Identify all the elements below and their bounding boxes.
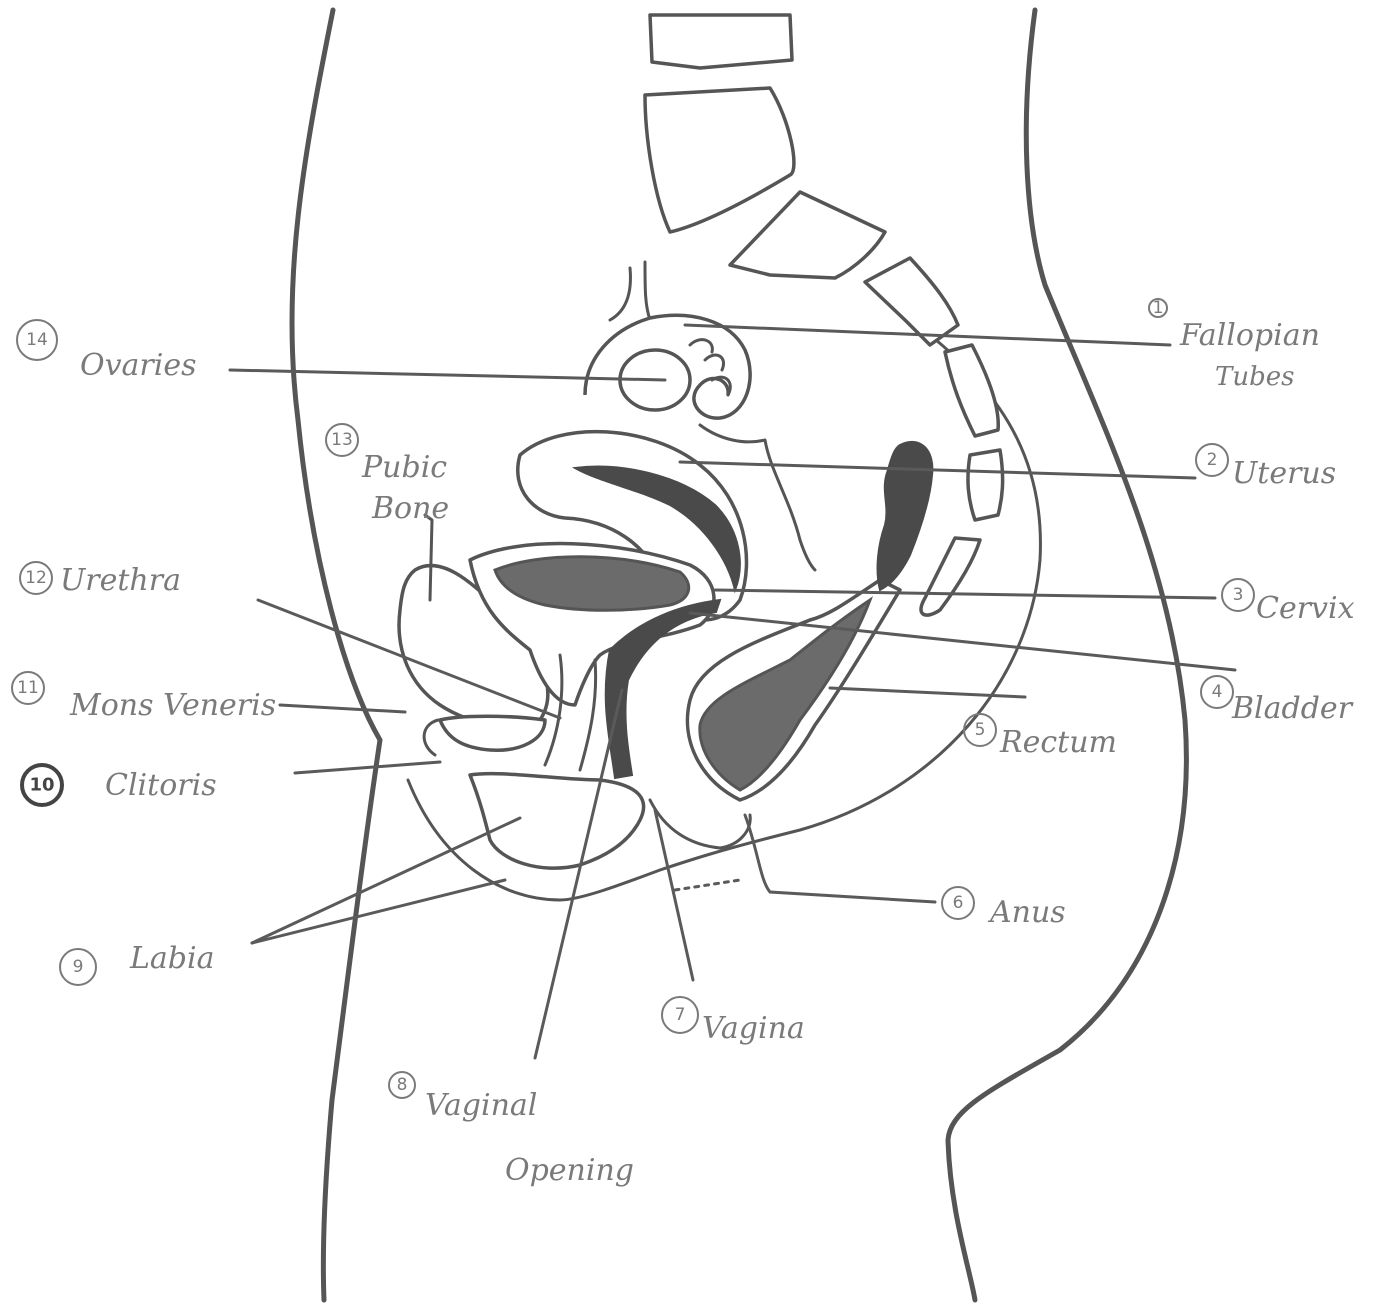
suspensory-ligament-right xyxy=(645,262,650,320)
vaginal-opening-number: 8 xyxy=(397,1075,408,1095)
anus-number: 6 xyxy=(953,893,964,913)
vagina-label: Vagina xyxy=(702,1011,805,1046)
label-rectum: 5 Rectum xyxy=(964,714,1117,760)
label-fallopian-tubes: 1 Fallopian Tubes xyxy=(1149,298,1320,392)
clitoris-label: Clitoris xyxy=(105,768,217,803)
vagina-number: 7 xyxy=(675,1005,686,1025)
pubic-bone-number: 13 xyxy=(331,430,353,450)
leader-cervix xyxy=(715,590,1215,598)
leader-vaginal-opening xyxy=(535,690,622,1058)
urethra-number: 12 xyxy=(25,568,47,588)
back-body-contour xyxy=(948,10,1186,1300)
label-labia: 9 Labia xyxy=(60,941,215,985)
label-urethra: 12 Urethra xyxy=(20,562,181,598)
leader-clitoris xyxy=(295,762,440,773)
label-cervix: 3 Cervix xyxy=(1222,579,1355,626)
label-ovaries: 14 Ovaries xyxy=(17,320,197,383)
label-vagina: 7 Vagina xyxy=(662,997,805,1046)
clitoris-number: 10 xyxy=(29,775,54,796)
label-anus: 6 Anus xyxy=(942,887,1066,930)
vaginal-opening-label-line1: Vaginal xyxy=(425,1088,537,1123)
mons-veneris-number: 11 xyxy=(17,678,39,698)
fallopian-tubes-label-line2: Tubes xyxy=(1215,362,1294,392)
label-vaginal-opening: 8 Vaginal Opening xyxy=(389,1072,634,1188)
leader-vagina-dots xyxy=(675,880,740,890)
perineum-fold xyxy=(650,800,750,848)
rectum-label: Rectum xyxy=(999,725,1117,760)
anus-label: Anus xyxy=(987,895,1066,930)
bladder-label: Bladder xyxy=(1231,691,1354,726)
fallopian-tubes-label-line1: Fallopian xyxy=(1179,318,1320,353)
coccyx-1 xyxy=(945,345,998,436)
urethra-label: Urethra xyxy=(60,563,181,598)
ovaries-number: 14 xyxy=(26,330,48,350)
front-body-contour xyxy=(292,10,380,1300)
label-mons-veneris: 11 Mons Veneris xyxy=(12,672,276,723)
bladder-number: 4 xyxy=(1212,682,1223,702)
coccyx-3 xyxy=(921,538,980,615)
vertebra-2 xyxy=(645,88,794,232)
pubic-bone-label-line1: Pubic xyxy=(361,450,447,485)
fallopian-tubes-number: 1 xyxy=(1153,298,1164,318)
leader-vagina xyxy=(655,810,693,980)
label-bladder: 4 Bladder xyxy=(1201,676,1354,726)
leader-labia-lower xyxy=(252,880,505,943)
uterus-label: Uterus xyxy=(1232,456,1336,491)
leader-anus xyxy=(745,815,935,902)
label-pubic-bone: 13 Pubic Bone xyxy=(326,424,449,526)
sacrum-segment-1 xyxy=(730,192,885,278)
labia-label: Labia xyxy=(129,941,215,976)
labia-minora-shape xyxy=(440,716,545,750)
vertebra-1 xyxy=(650,15,792,68)
ovaries-label: Ovaries xyxy=(80,348,197,383)
vaginal-opening-label-line2: Opening xyxy=(505,1153,634,1188)
cervix-label: Cervix xyxy=(1256,591,1355,626)
suspensory-ligament-left xyxy=(610,268,630,320)
leader-mons-veneris xyxy=(280,705,405,712)
sigmoid-colon xyxy=(878,442,933,590)
labia-number: 9 xyxy=(73,957,84,977)
pubic-bone-label-line2: Bone xyxy=(371,491,449,526)
clitoral-hood xyxy=(424,720,438,755)
label-clitoris: 10 Clitoris xyxy=(22,765,217,805)
leader-labia-upper xyxy=(252,818,520,943)
labia-majora-shape xyxy=(470,774,644,869)
coccyx-2 xyxy=(968,450,1003,520)
mons-veneris-label: Mons Veneris xyxy=(69,688,276,723)
rectum-number: 5 xyxy=(975,720,986,740)
label-uterus: 2 Uterus xyxy=(1196,444,1336,491)
cervix-number: 3 xyxy=(1233,585,1244,605)
uterus-number: 2 xyxy=(1207,450,1218,470)
